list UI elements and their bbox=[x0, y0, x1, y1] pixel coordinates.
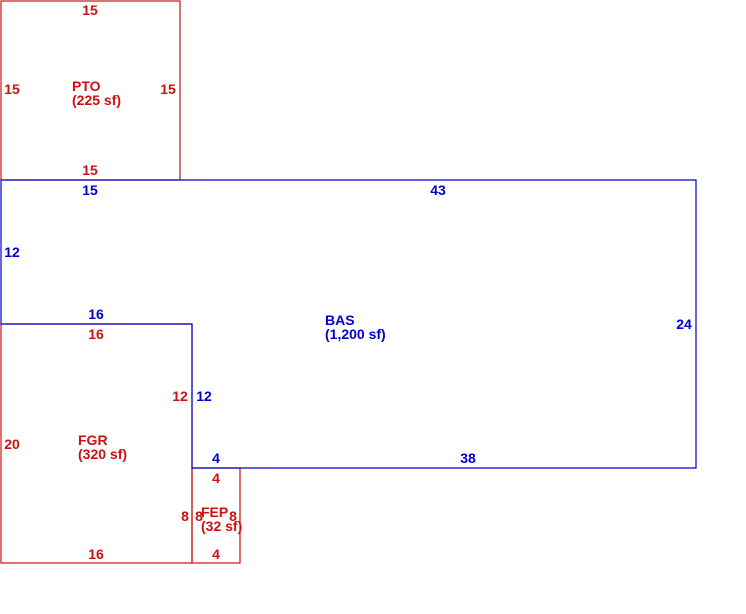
bas-left-dimension: 12 bbox=[4, 244, 20, 260]
pto-area: (225 sf) bbox=[72, 92, 121, 108]
fep-code: FEP bbox=[201, 504, 228, 520]
fgr-right-dimension: 12 bbox=[172, 388, 188, 404]
pto-code: PTO bbox=[72, 78, 101, 94]
fep-left-dimension: 8 bbox=[181, 508, 189, 524]
bas-step-dimension: 4 bbox=[212, 450, 220, 466]
fep-bottom-dimension: 4 bbox=[212, 546, 220, 562]
pto-bottom-dimension: 15 bbox=[82, 162, 98, 178]
bas-top-left-dimension: 15 bbox=[82, 182, 98, 198]
fgr-area: (320 sf) bbox=[78, 446, 127, 462]
bas-right-dimension: 24 bbox=[676, 316, 692, 332]
fgr-top-dimension: 16 bbox=[88, 326, 104, 342]
fep-top-dimension: 4 bbox=[212, 470, 220, 486]
fep-left-inner-dimension: 8 bbox=[195, 508, 203, 524]
bas-code: BAS bbox=[325, 312, 355, 328]
fep-area: (32 sf) bbox=[201, 518, 242, 534]
fep-right-dimension: 8 bbox=[229, 508, 237, 524]
bas-outline bbox=[0, 179, 697, 469]
fgr-code: FGR bbox=[78, 432, 108, 448]
pto-top-dimension: 15 bbox=[82, 2, 98, 18]
fgr-bottom-dimension: 16 bbox=[88, 546, 104, 562]
bas-area: (1,200 sf) bbox=[325, 326, 386, 342]
fgr-left-dimension: 20 bbox=[4, 436, 20, 452]
bas-inner-right-dimension: 12 bbox=[196, 388, 212, 404]
pto-left-dimension: 15 bbox=[4, 81, 20, 97]
bas-bottom-dimension: 38 bbox=[460, 450, 476, 466]
bas-inner-top-dimension: 16 bbox=[88, 306, 104, 322]
pto-right-dimension: 15 bbox=[160, 81, 176, 97]
bas-top-dimension: 43 bbox=[430, 182, 446, 198]
